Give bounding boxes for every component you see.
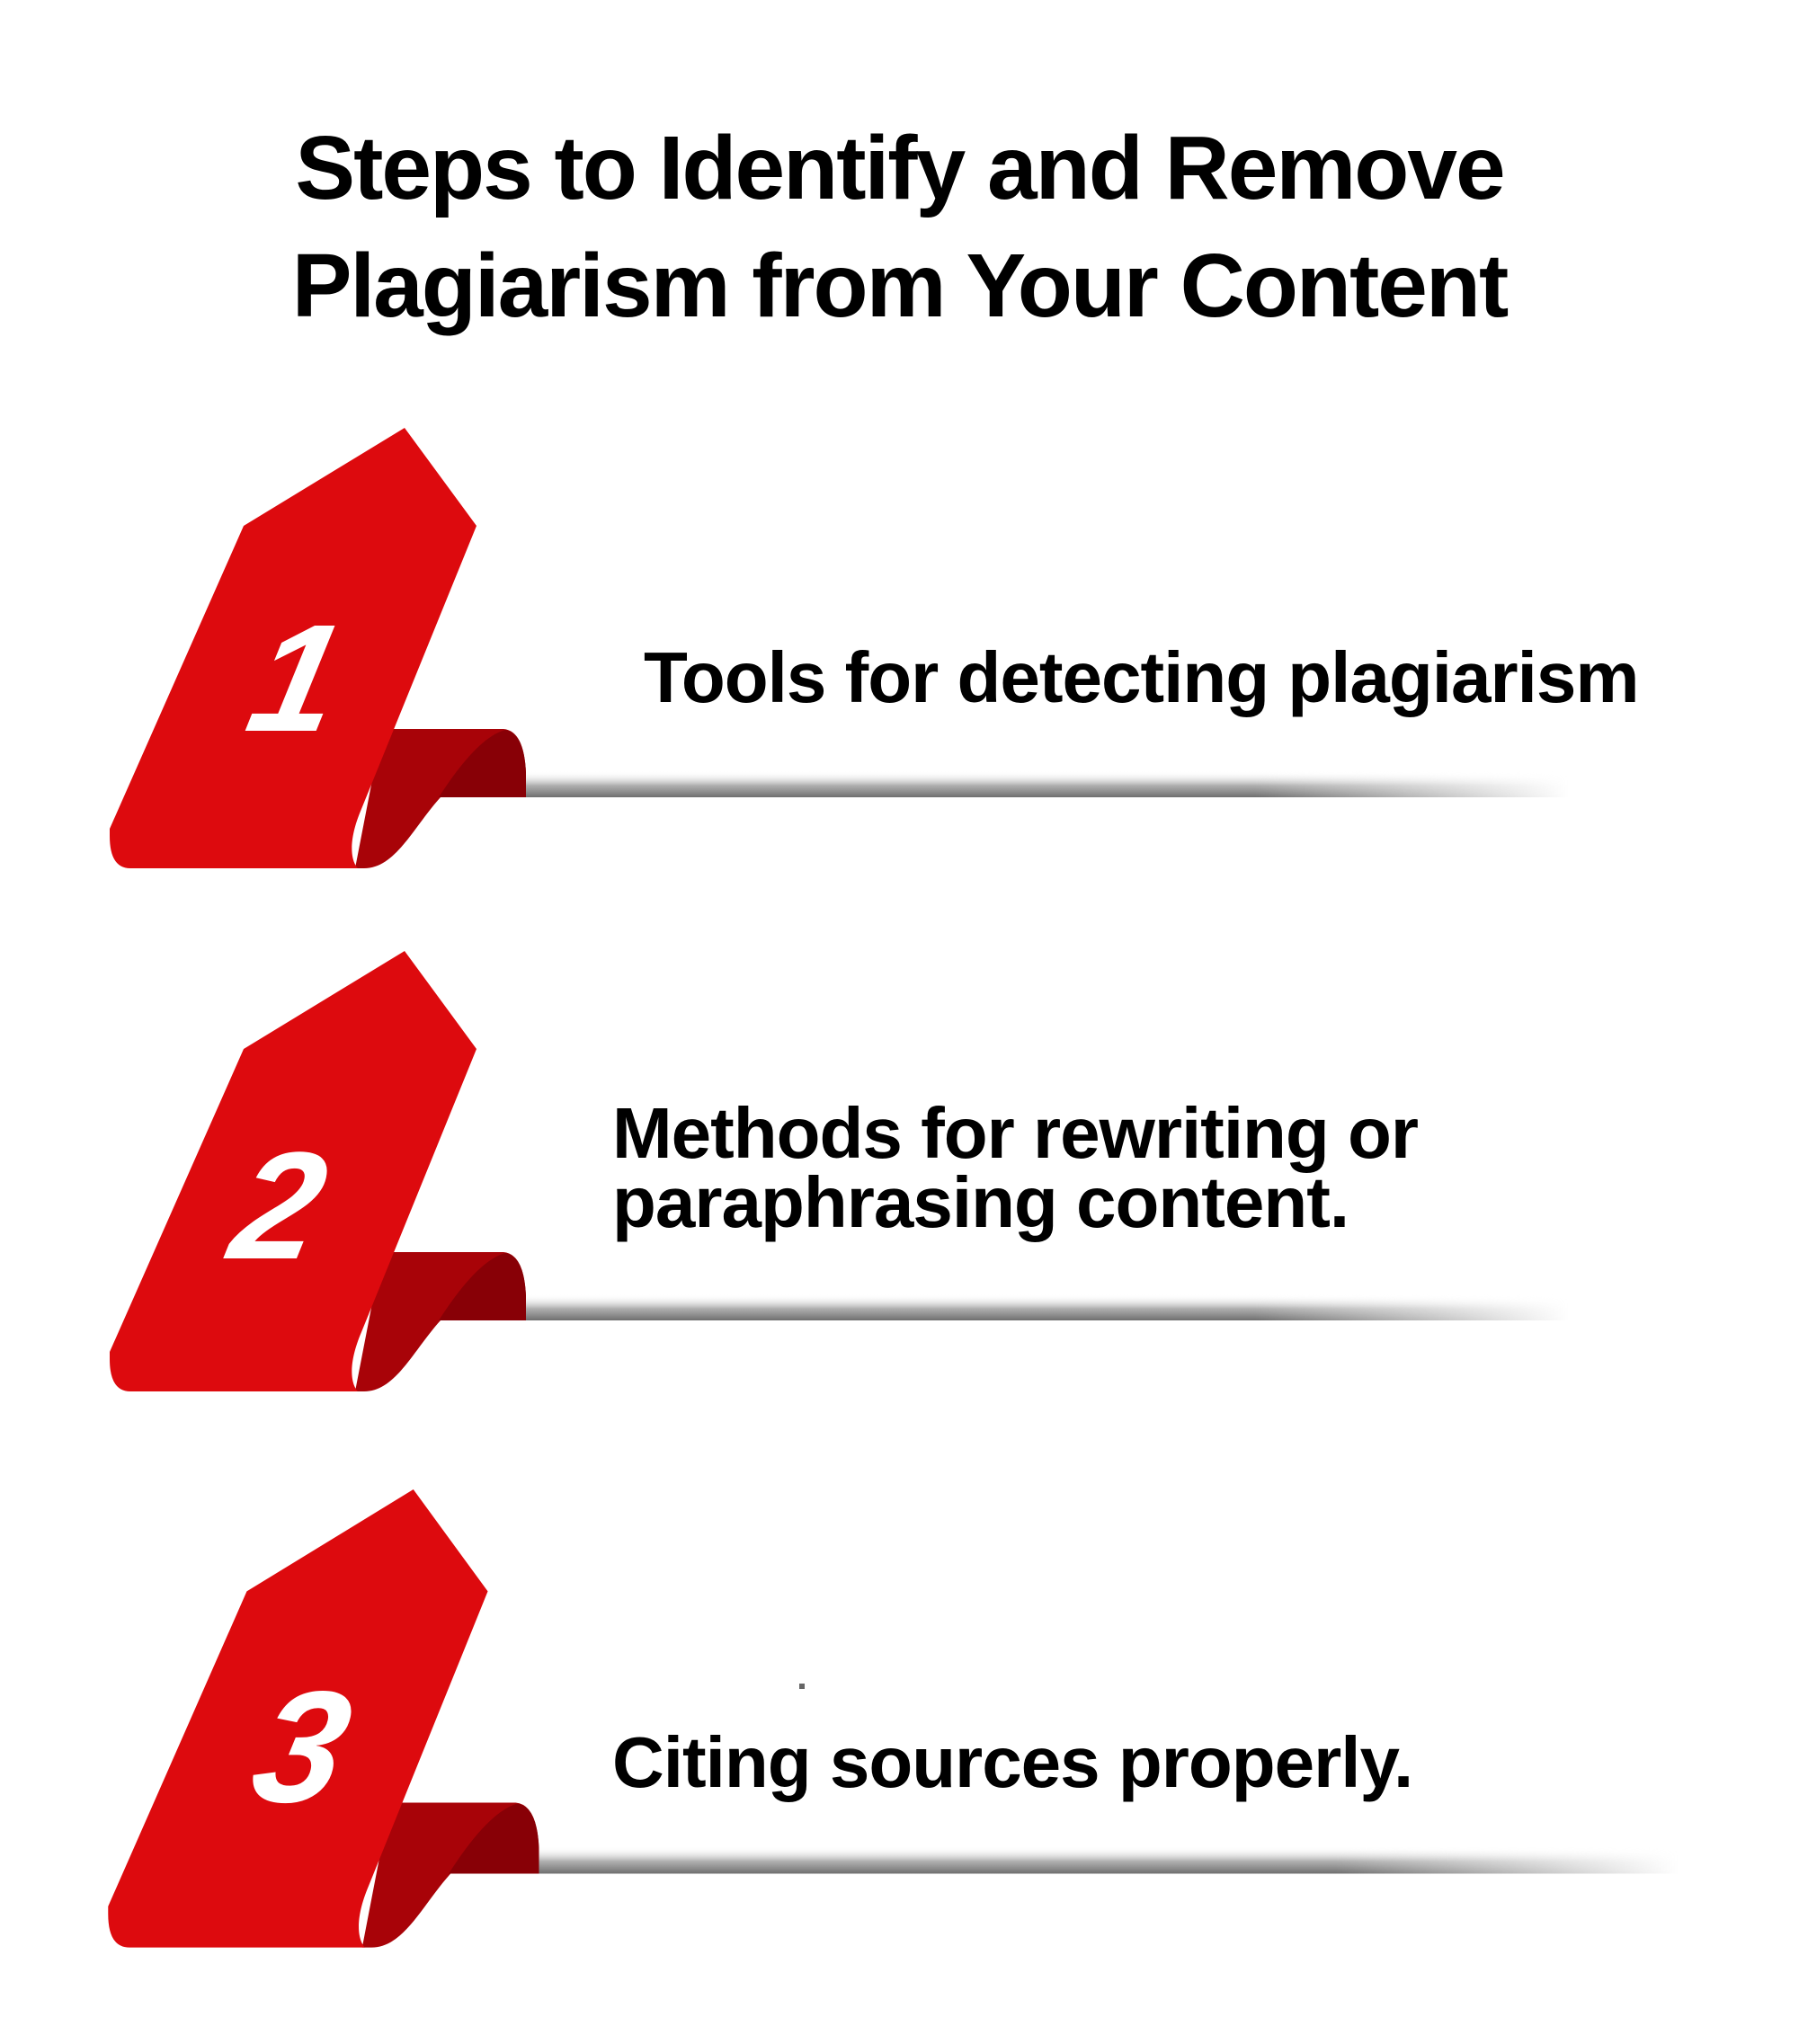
step-3-ribbon: 3 <box>108 1489 1679 1948</box>
step-1-ribbon: 1 <box>110 428 1569 868</box>
step-2-ribbon: 2 <box>110 951 1569 1391</box>
stray-dot <box>799 1684 805 1689</box>
step-2-line-1: Methods for rewriting or <box>612 1093 1419 1173</box>
step-1-label: Tools for detecting plagiarism <box>644 637 1639 717</box>
step-3-shadow <box>539 1846 1679 1874</box>
step-2-shadow <box>526 1294 1569 1320</box>
title-line-2: Plagiarism from Your Content <box>291 236 1510 336</box>
step-1-line-1: Tools for detecting plagiarism <box>644 637 1639 717</box>
step-1-shadow <box>526 771 1569 797</box>
page-title: Steps to Identify and Remove Plagiarism … <box>0 110 1799 345</box>
step-3-label: Citing sources properly. <box>612 1722 1413 1802</box>
step-3-line-1: Citing sources properly. <box>612 1722 1413 1802</box>
step-2-line-2: paraphrasing content. <box>612 1162 1349 1242</box>
title-line-1: Steps to Identify and Remove <box>295 118 1505 218</box>
step-2-label: Methods for rewriting or paraphrasing co… <box>612 1093 1419 1242</box>
